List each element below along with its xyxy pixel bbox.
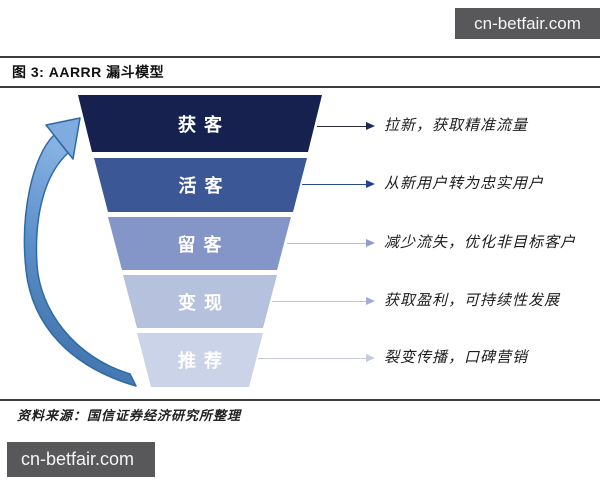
source-note: 资料来源：国信证券经济研究所整理 xyxy=(17,408,242,423)
arrow-right-icon xyxy=(366,239,375,247)
annotation-activation: 从新用户转为忠实用户 xyxy=(384,176,545,192)
arrow-right-icon xyxy=(366,122,375,130)
funnel-level-label: 变现 xyxy=(178,292,230,313)
growth-loop-arrow-icon xyxy=(23,117,137,387)
connector-line xyxy=(272,301,366,302)
funnel-level-retention: 留客 xyxy=(108,217,291,270)
connector-line xyxy=(317,126,366,127)
funnel-level-acquisition: 获客 xyxy=(78,95,322,152)
connector-line xyxy=(258,358,366,359)
arrow-right-icon xyxy=(366,297,375,305)
funnel-level-label: 推荐 xyxy=(178,351,230,371)
annotation-revenue: 获取盈利，可持续性发展 xyxy=(384,293,561,309)
funnel-level-label: 活客 xyxy=(178,176,231,196)
funnel-level-activation: 活客 xyxy=(94,158,307,212)
annotation-referral: 裂变传播，口碑营销 xyxy=(384,350,529,366)
figure-title: 图 3: AARRR 漏斗模型 xyxy=(12,64,165,80)
header-rule-top xyxy=(0,56,600,58)
footer-rule xyxy=(0,399,600,401)
funnel-level-referral: 推荐 xyxy=(137,333,263,387)
connector-line xyxy=(302,184,366,185)
connector-line xyxy=(287,243,366,244)
annotation-acquisition: 拉新，获取精准流量 xyxy=(384,118,529,134)
annotation-retention: 减少流失，优化非目标客户 xyxy=(384,235,577,251)
funnel-level-label: 留客 xyxy=(177,234,230,255)
arrow-right-icon xyxy=(366,180,375,188)
funnel-level-revenue: 变现 xyxy=(123,275,277,328)
watermark-top: cn-betfair.com xyxy=(455,8,600,39)
header-rule-bottom xyxy=(0,86,600,88)
funnel-level-label: 获客 xyxy=(178,114,230,135)
arrow-right-icon xyxy=(366,354,375,362)
watermark-bottom: cn-betfair.com xyxy=(7,442,155,477)
